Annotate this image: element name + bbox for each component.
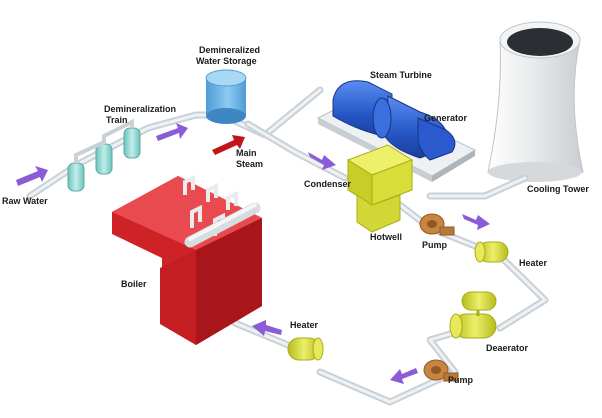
deaerator [449, 291, 497, 339]
labels: Raw Water Demineralization Train Deminer… [2, 45, 589, 385]
label-main-steam-1: Main [236, 148, 257, 158]
label-demineralization-train-1: Demineralization [104, 104, 176, 114]
hotwell [356, 194, 401, 233]
generator [417, 117, 456, 161]
steam-header [184, 202, 261, 248]
arrow-to-boiler [252, 320, 282, 336]
heater-lower [287, 337, 324, 361]
label-heater-lower: Heater [290, 320, 319, 330]
arrow-steam [212, 135, 245, 155]
label-main-steam-2: Steam [236, 159, 263, 169]
heater-right [474, 241, 509, 263]
label-pump-upper: Pump [422, 240, 448, 250]
arrow-pump-to-heater [462, 214, 490, 230]
arrow-to-condenser [308, 152, 336, 170]
demineralized-water-storage-tank [205, 69, 247, 124]
pump-lower [423, 359, 459, 382]
arrow-raw-water [16, 166, 48, 186]
label-condenser: Condenser [304, 179, 352, 189]
label-heater-right: Heater [519, 258, 548, 268]
label-steam-turbine: Steam Turbine [370, 70, 432, 80]
label-demineralized-storage-2: Water Storage [196, 56, 257, 66]
arrow-demin-to-storage [156, 123, 188, 141]
label-deaerator: Deaerator [486, 343, 529, 353]
label-cooling-tower: Cooling Tower [527, 184, 589, 194]
boiler [112, 176, 262, 345]
label-demineralization-train-2: Train [106, 115, 128, 125]
pump-upper [419, 213, 455, 236]
condenser [346, 144, 414, 206]
label-raw-water: Raw Water [2, 196, 48, 206]
label-demineralized-storage-1: Demineralized [199, 45, 260, 55]
arrow-to-lower-pump [390, 368, 418, 384]
flow-arrows [16, 123, 490, 384]
demineralization-train [67, 118, 141, 192]
label-boiler: Boiler [121, 279, 147, 289]
cooling-tower [487, 21, 584, 182]
label-pump-lower: Pump [448, 375, 474, 385]
label-generator: Generator [424, 113, 468, 123]
pipe-network [26, 86, 549, 406]
label-hotwell: Hotwell [370, 232, 402, 242]
